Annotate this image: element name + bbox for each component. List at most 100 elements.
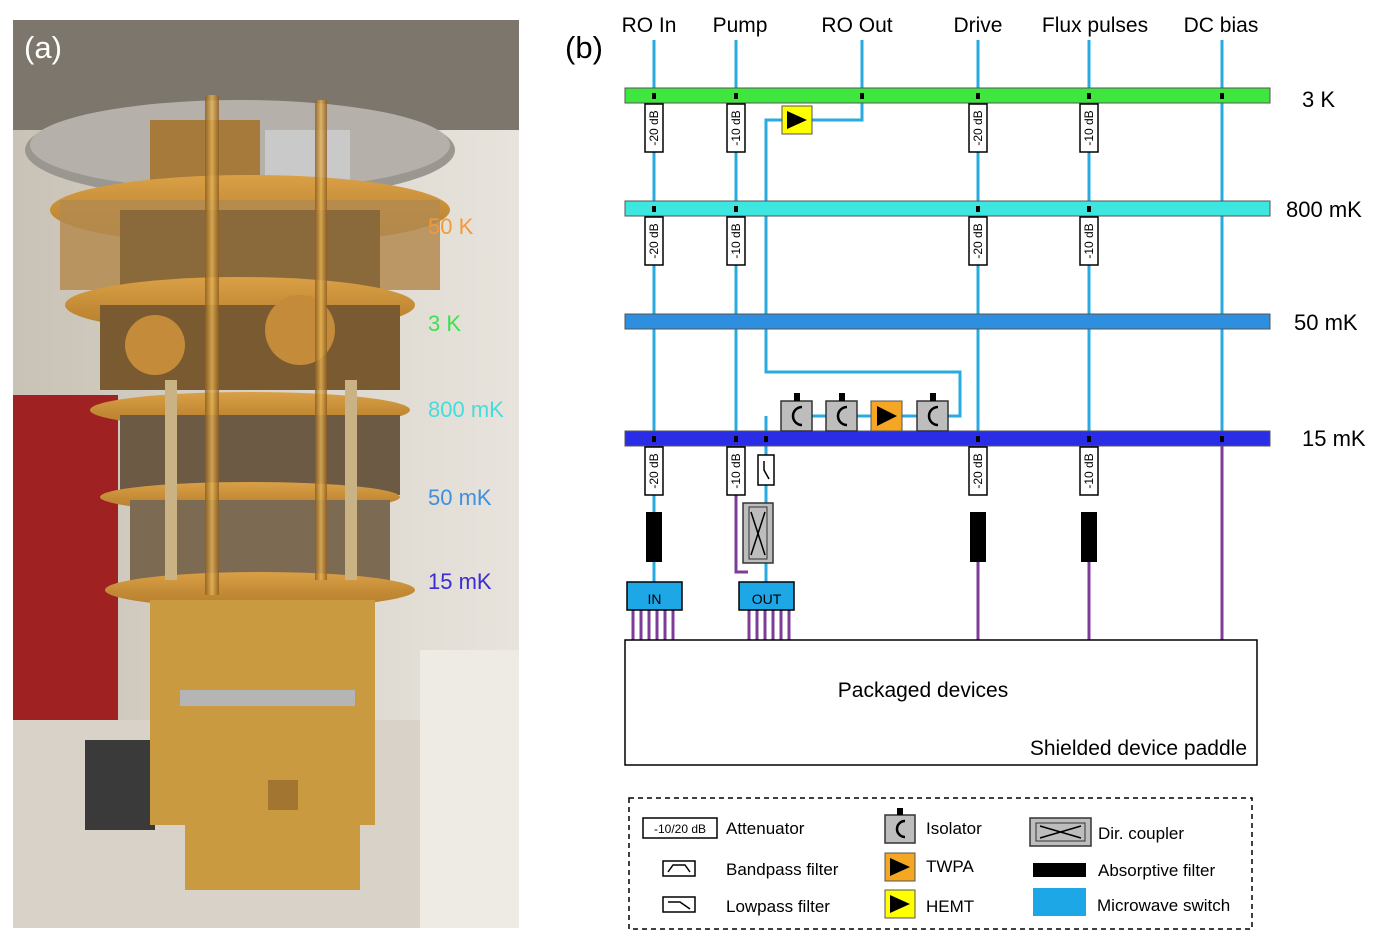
legend-twpa: TWPA (884, 852, 975, 882)
directional-coupler-icon (742, 502, 774, 564)
ro-out-amplifier-chain (780, 393, 949, 432)
line-header: Drive (953, 14, 1002, 37)
attenuator-icon: -10 dB (726, 216, 746, 266)
isolator-icon (825, 393, 858, 432)
attenuator-label: -10 dB (729, 453, 743, 488)
isolator-icon (916, 393, 949, 432)
attenuator-label: -20 dB (647, 110, 661, 145)
svg-text:Dir. coupler: Dir. coupler (1098, 824, 1184, 843)
absorptive-filter-icon (1081, 512, 1097, 562)
svg-text:Attenuator: Attenuator (726, 819, 805, 838)
attenuator-label: -10 dB (1082, 223, 1096, 258)
thermal-anchor (734, 436, 738, 442)
plate-label: 15 mK (1302, 426, 1366, 451)
attenuator-icon: -10 dB (726, 103, 746, 153)
device-box: Packaged devices Shielded device paddle (624, 639, 1258, 766)
absorptive-filter-icon (970, 512, 986, 562)
plate-label: 800 mK (1286, 197, 1362, 222)
temperature-plates: 3 K 800 mK 50 mK 15 mK (624, 87, 1366, 451)
attenuator-label: -20 dB (971, 223, 985, 258)
hemt-amplifier (781, 105, 813, 135)
absorptive-filter-icon (646, 512, 662, 562)
ro-out-path (764, 118, 962, 418)
device-box-title: Packaged devices (838, 679, 1008, 702)
svg-text:Bandpass filter: Bandpass filter (726, 860, 839, 879)
svg-text:IN: IN (648, 591, 662, 607)
attenuator-icon: -10 dB (1079, 216, 1099, 266)
panel-a-label: (a) (24, 30, 62, 65)
thermal-anchor (652, 93, 656, 99)
plate-bar (624, 430, 1271, 447)
legend-bandpass: Bandpass filter (662, 860, 839, 879)
thermal-anchor (1220, 93, 1224, 99)
attenuator-label: -20 dB (647, 223, 661, 258)
svg-text:Isolator: Isolator (926, 819, 982, 838)
plate-label: 3 K (1302, 87, 1335, 112)
stage-label: 3 K (428, 311, 461, 336)
switch-in: IN (626, 581, 683, 611)
thermal-anchor (976, 436, 980, 442)
thermal-anchor (764, 436, 768, 442)
attenuator-label: -20 dB (971, 110, 985, 145)
thermal-anchor (860, 93, 864, 99)
thermal-anchor (652, 436, 656, 442)
thermal-anchor (976, 93, 980, 99)
attenuator-label: -20 dB (971, 453, 985, 488)
attenuator-icon: -10 dB (1079, 103, 1099, 153)
attenuator-label: -10 dB (729, 110, 743, 145)
plate-bar (624, 87, 1271, 104)
twpa-amplifier (870, 400, 903, 432)
thermal-anchor (734, 93, 738, 99)
legend-dir-coupler: Dir. coupler (1029, 817, 1184, 847)
switch-out: OUT (738, 581, 795, 611)
thermal-anchor (1087, 436, 1091, 442)
thermal-anchor (1220, 436, 1224, 442)
svg-text:HEMT: HEMT (926, 897, 974, 916)
attenuator-icon: -20 dB (968, 216, 988, 266)
thermal-anchor (1087, 206, 1091, 212)
attenuator-icon: -10 dB (726, 446, 746, 496)
ro-out-wire (812, 40, 864, 122)
svg-text:-10/20 dB: -10/20 dB (654, 822, 706, 836)
attenuator-label: -20 dB (647, 453, 661, 488)
absorptive-filters (646, 512, 1097, 562)
svg-text:Lowpass filter: Lowpass filter (726, 897, 830, 916)
stage-label: 50 K (428, 214, 474, 239)
legend: -10/20 dB Attenuator Bandpass filter Low… (628, 797, 1253, 930)
legend-absorptive: Absorptive filter (1033, 861, 1215, 880)
lowpass-legend-icon (662, 896, 696, 913)
svg-text:Microwave switch: Microwave switch (1097, 896, 1230, 915)
legend-switch: Microwave switch (1033, 888, 1230, 916)
legend-isolator: Isolator (884, 808, 982, 844)
stage-label: 15 mK (428, 569, 492, 594)
line-header: Flux pulses (1042, 14, 1148, 37)
attenuator-label: -10 dB (1082, 110, 1096, 145)
attenuator-icon: -10 dB (1079, 446, 1099, 496)
attenuator-label: -10 dB (729, 223, 743, 258)
stage-label: 50 mK (428, 485, 492, 510)
attenuator-icon: -20 dB (644, 446, 664, 496)
thermal-anchor (1087, 93, 1091, 99)
thermal-anchor (734, 206, 738, 212)
svg-text:TWPA: TWPA (926, 857, 975, 876)
attenuators: -20 dB -10 dB -20 dB -10 dB -20 dB -10 dB -20 … (644, 103, 1099, 496)
legend-lowpass: Lowpass filter (662, 896, 830, 916)
attenuator-icon: -20 dB (644, 103, 664, 153)
pump-purple (734, 494, 748, 574)
cryostat-photo (13, 20, 519, 928)
legend-hemt: HEMT (884, 889, 974, 919)
attenuator-icon: -20 dB (644, 216, 664, 266)
plate-bar (624, 200, 1271, 217)
device-box-subtitle: Shielded device paddle (1030, 737, 1247, 760)
line-header: Pump (713, 14, 768, 37)
thermal-anchor (976, 206, 980, 212)
line-header: RO In (622, 14, 677, 37)
svg-text:OUT: OUT (752, 591, 782, 607)
attenuator-label: -10 dB (1082, 453, 1096, 488)
thermal-anchor (652, 206, 656, 212)
lowpass-filter-icon (757, 454, 775, 486)
line-header: RO Out (821, 14, 892, 37)
dc-wiring (631, 445, 1224, 640)
plate-label: 50 mK (1294, 310, 1358, 335)
